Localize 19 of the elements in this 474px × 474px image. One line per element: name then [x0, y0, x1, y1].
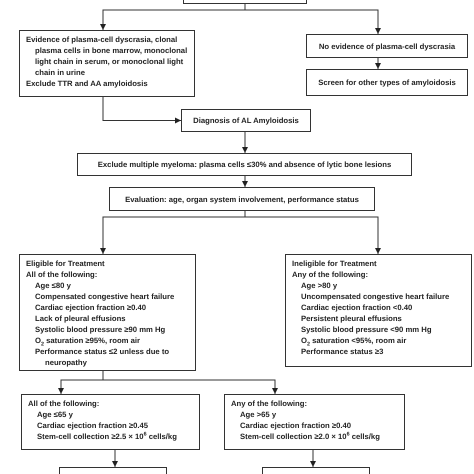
process-box — [285, 254, 472, 367]
arrow — [242, 132, 248, 154]
process-box — [19, 30, 195, 97]
process-box — [181, 109, 311, 132]
arrow — [310, 450, 316, 468]
arrow — [102, 96, 182, 124]
process-box — [306, 69, 468, 96]
process-box — [224, 394, 405, 450]
arrow — [242, 176, 248, 188]
arrow — [102, 370, 278, 394]
process-box — [109, 187, 375, 211]
process-box — [77, 153, 412, 176]
process-box — [306, 34, 468, 58]
process-box — [19, 254, 196, 371]
arrow — [244, 4, 381, 34]
arrow — [244, 210, 381, 254]
process-box — [21, 394, 200, 450]
arrow — [375, 58, 381, 70]
arrow — [112, 450, 118, 468]
